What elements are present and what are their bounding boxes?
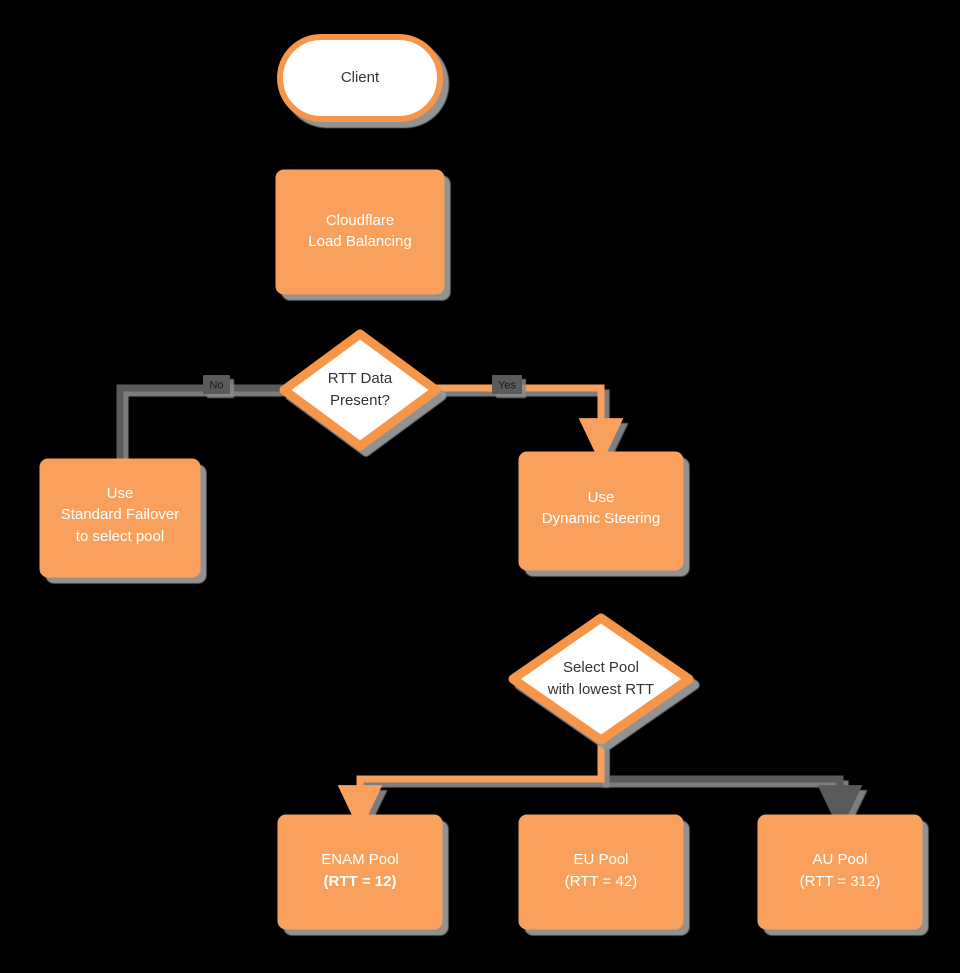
node-eu-pool[interactable]: EU Pool (RTT = 42) [518,814,684,930]
node-label-line-2: Load Balancing [308,233,411,250]
node-shape [39,458,201,578]
node-shape [275,169,445,295]
edge-rtt-check-to-standard-failover [116,384,284,459]
edge-line [597,745,863,833]
node-cloudflare-load-balancing[interactable]: Cloudflare Load Balancing [275,169,445,295]
node-shape [508,613,694,745]
node-layer: Client Cloudflare Load Balancing RTT Dat… [39,34,923,930]
edge-line [116,384,284,459]
edge-line [337,745,605,833]
node-client[interactable]: Client [277,34,443,122]
node-select-pool-decision[interactable]: Select Pool with lowest RTT [508,613,694,745]
edge-label-text: No [209,379,223,391]
node-label-line-2: Standard Failover [61,506,179,523]
node-rtt-data-present-decision[interactable]: RTT Data Present? [279,329,441,451]
node-shape [277,34,443,122]
node-standard-failover[interactable]: Use Standard Failover to select pool [39,458,201,578]
edge-label-no: No [203,375,230,394]
node-label-line-2: (RTT = 42) [565,873,637,890]
edge-layer [116,119,863,833]
node-label-line-3: to select pool [76,528,164,545]
node-label-line-2: Dynamic Steering [542,510,660,527]
node-label-line-1: ENAM Pool [321,851,399,868]
edge-label-yes: Yes [492,375,522,394]
node-label-line-2: with lowest RTT [547,681,654,698]
node-label-line-1: RTT Data [328,370,393,387]
edge-select-pool-to-enam-pool [337,745,605,833]
edge-rtt-check-to-dynamic-steering [436,384,624,466]
edge-select-pool-to-au-pool [597,745,863,833]
node-label-line-1: EU Pool [573,851,628,868]
node-shape [757,814,923,930]
edge-label-text: Yes [498,379,516,391]
node-label-line-1: Select Pool [563,659,639,676]
node-shape [518,451,684,571]
node-label-line-2: (RTT = 312) [800,873,881,890]
edge-label-layer: No Yes [203,375,522,394]
node-label-line-2: (RTT = 12) [324,873,397,890]
node-label: Client [341,69,380,86]
node-shape [518,814,684,930]
node-label-line-2: Present? [330,392,390,409]
edge-line [436,384,624,466]
edge-label-background [203,375,230,394]
node-label-line-1: AU Pool [812,851,867,868]
edge-label-background [492,375,522,394]
node-label-line-1: Cloudflare [326,212,394,229]
node-label-line-1: Use [588,489,615,506]
node-dynamic-steering[interactable]: Use Dynamic Steering [518,451,684,571]
node-shape [279,329,441,451]
node-enam-pool[interactable]: ENAM Pool (RTT = 12) [277,814,443,930]
node-shape [277,814,443,930]
node-au-pool[interactable]: AU Pool (RTT = 312) [757,814,923,930]
node-label-line-1: Use [107,485,134,502]
